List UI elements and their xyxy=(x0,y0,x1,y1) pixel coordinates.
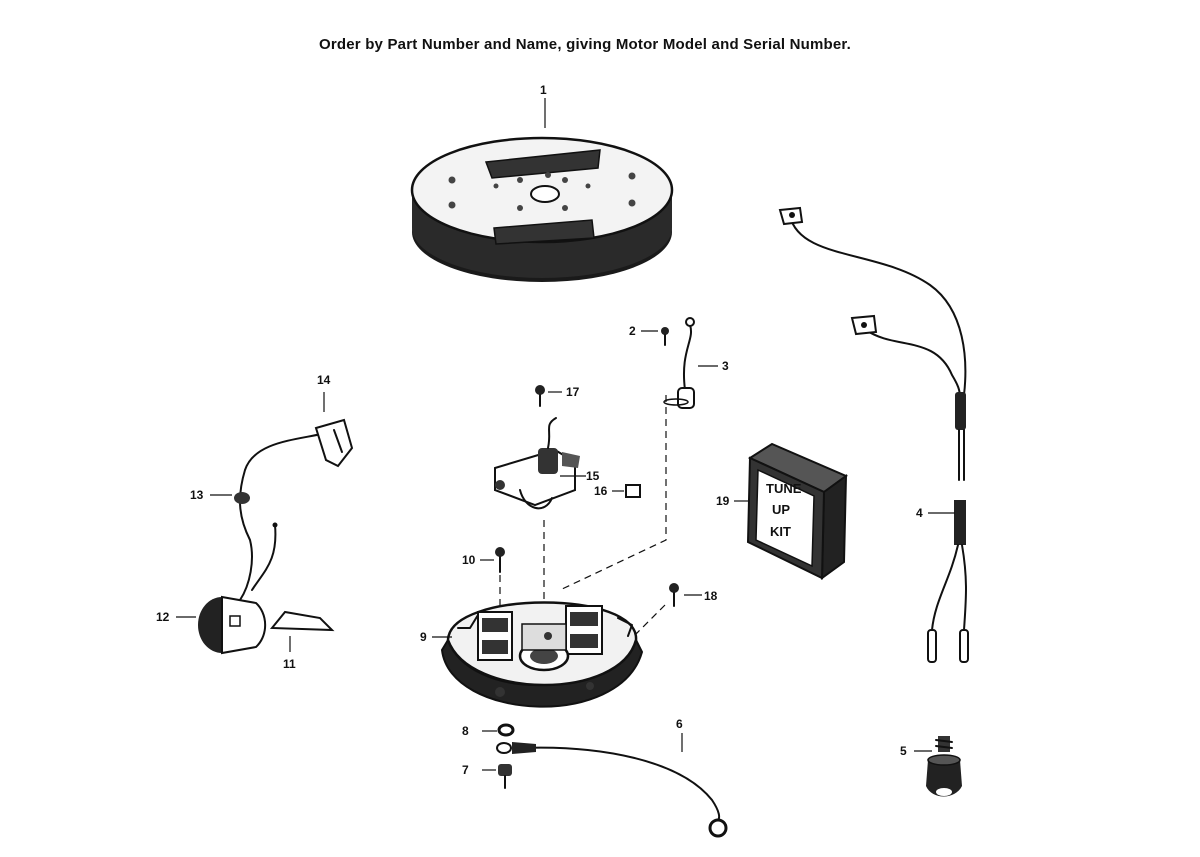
callout-4: 4 xyxy=(916,506,923,520)
callout-17: 17 xyxy=(566,385,580,399)
callout-2: 2 xyxy=(629,324,636,338)
kill-switch-part xyxy=(926,736,962,797)
callout-13: 13 xyxy=(190,488,204,502)
breaker-points-part xyxy=(494,417,580,510)
callout-10: 10 xyxy=(462,553,476,567)
callout-16: 16 xyxy=(594,484,608,498)
screw-part-2 xyxy=(661,327,669,346)
page-header: Order by Part Number and Name, giving Mo… xyxy=(318,36,852,53)
screw-part-10 xyxy=(495,547,505,573)
callout-12: 12 xyxy=(156,610,170,624)
kit-label-line3: KIT xyxy=(770,524,791,539)
flywheel-part xyxy=(410,136,674,282)
ignition-coil-part xyxy=(198,418,354,655)
callout-1: 1 xyxy=(540,83,547,97)
wick-part xyxy=(625,484,641,498)
screw-part-17 xyxy=(535,385,545,407)
key-part xyxy=(269,610,335,632)
callout-11: 11 xyxy=(283,657,296,671)
nut-part xyxy=(496,742,512,789)
callout-9: 9 xyxy=(420,630,427,644)
screw-part-18 xyxy=(669,583,679,607)
kit-label-line1: TUNE xyxy=(766,481,802,496)
callout-18: 18 xyxy=(704,589,718,603)
callout-19: 19 xyxy=(716,494,730,508)
callout-7: 7 xyxy=(462,763,469,777)
callout-5: 5 xyxy=(900,744,907,758)
ground-lead-part xyxy=(512,742,728,838)
callout-3: 3 xyxy=(722,359,729,373)
tune-up-kit-part: TUNE UP KIT xyxy=(746,442,849,580)
callout-15: 15 xyxy=(586,469,600,483)
washer-part xyxy=(497,723,515,737)
callout-6: 6 xyxy=(676,717,683,731)
kit-label-line2: UP xyxy=(772,502,790,517)
wire-harness-part xyxy=(778,206,969,663)
callout-8: 8 xyxy=(462,724,469,738)
condenser-part xyxy=(663,317,695,409)
callout-14: 14 xyxy=(317,373,331,387)
stator-plate-part xyxy=(440,601,644,708)
